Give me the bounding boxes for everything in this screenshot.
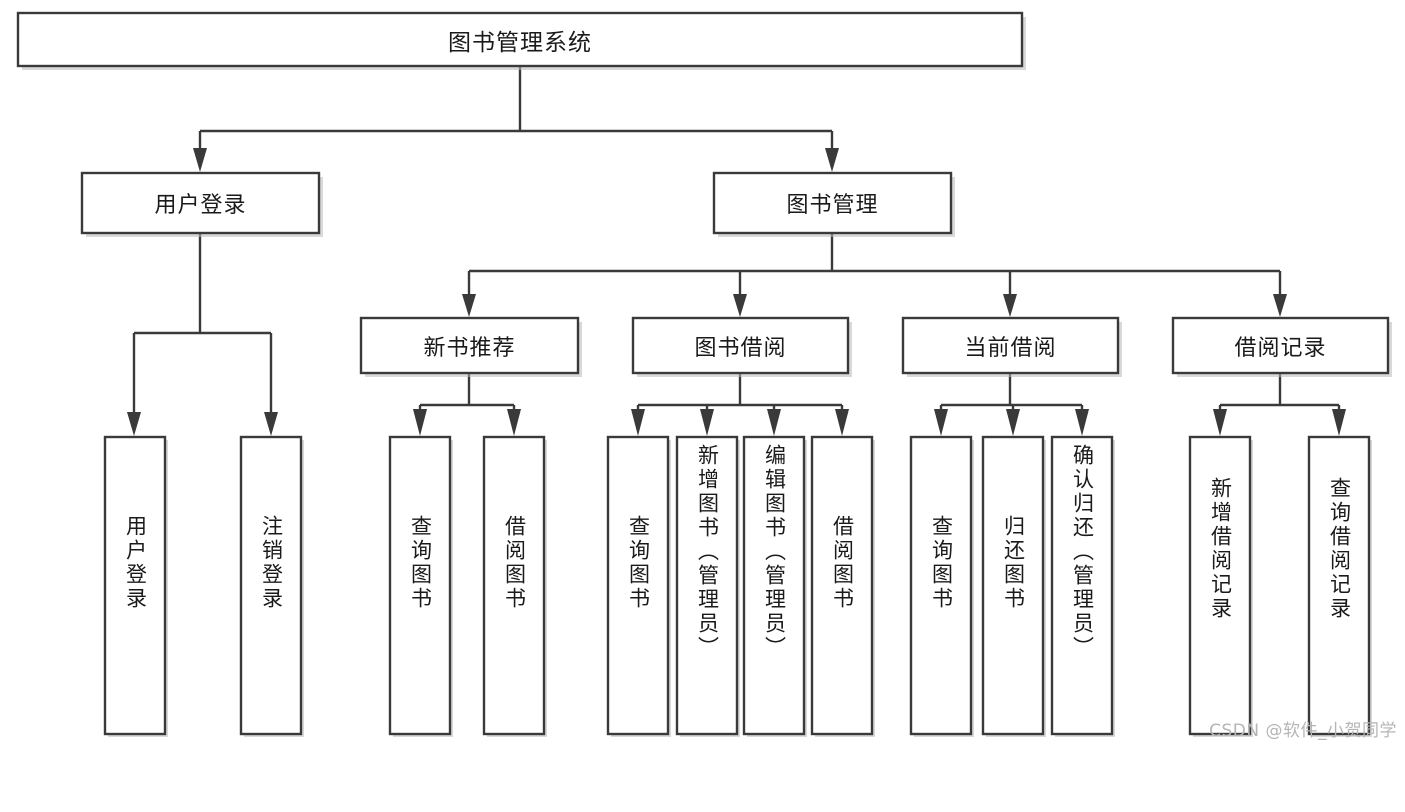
node-leaf-query-book-cb[interactable] bbox=[909, 435, 973, 736]
arrow-head-br-leaf-1 bbox=[1213, 409, 1227, 436]
arrow-head-new-books bbox=[462, 294, 476, 317]
arrow-head-book-borrow bbox=[733, 294, 747, 317]
arrow-head-bb-leaf-1 bbox=[631, 409, 645, 436]
arrow-head-cb-leaf-2 bbox=[1006, 409, 1020, 436]
arrow-head-current-borrow bbox=[1003, 294, 1017, 317]
diagram-canvas-root: 图书管理系统 用户登录 图书管理 新书推荐 图书借阅 当前借阅 借阅记录 用户登… bbox=[16, 11, 1397, 741]
arrow-head-nb-leaf-2 bbox=[507, 409, 521, 436]
node-leaf-query-book-bb[interactable] bbox=[606, 435, 670, 736]
node-leaf-borrow-book-nb[interactable] bbox=[482, 435, 546, 736]
arrow-head-br-leaf-2 bbox=[1332, 409, 1346, 436]
node-borrow-record[interactable] bbox=[1171, 316, 1390, 375]
node-root-system[interactable] bbox=[16, 11, 1024, 68]
arrow-head-cb-leaf-3 bbox=[1075, 409, 1089, 436]
node-leaf-query-book-nb[interactable] bbox=[388, 435, 452, 736]
arrow-head-leaf-logout bbox=[264, 412, 278, 436]
arrow-head-cb-leaf-1 bbox=[934, 409, 948, 436]
arrow-head-bb-leaf-2 bbox=[700, 409, 714, 436]
node-leaf-query-borrow-record[interactable] bbox=[1307, 435, 1371, 736]
node-leaf-borrow-book-bb[interactable] bbox=[810, 435, 874, 736]
node-leaf-add-book-admin[interactable] bbox=[675, 435, 739, 736]
arrow-head-user-login bbox=[193, 148, 207, 172]
arrow-head-book-management bbox=[825, 148, 839, 172]
arrow-head-nb-leaf-1 bbox=[413, 409, 427, 436]
node-box-layer bbox=[16, 11, 1390, 736]
node-leaf-logout[interactable] bbox=[239, 435, 303, 736]
connector-layer bbox=[127, 66, 1346, 436]
node-new-books[interactable] bbox=[359, 316, 580, 375]
node-leaf-edit-book-admin[interactable] bbox=[742, 435, 806, 736]
node-user-login[interactable] bbox=[80, 171, 321, 235]
node-leaf-confirm-return-admin[interactable] bbox=[1050, 435, 1114, 736]
arrow-head-borrow-record bbox=[1273, 294, 1287, 317]
arrow-head-bb-leaf-4 bbox=[835, 409, 849, 436]
arrow-head-leaf-user-login bbox=[127, 412, 141, 436]
node-leaf-return-book[interactable] bbox=[981, 435, 1045, 736]
arrow-head-bb-leaf-3 bbox=[767, 409, 781, 436]
node-leaf-user-login[interactable] bbox=[103, 435, 167, 736]
node-book-borrow[interactable] bbox=[631, 316, 850, 375]
node-current-borrow[interactable] bbox=[901, 316, 1120, 375]
node-book-management[interactable] bbox=[712, 171, 953, 235]
hierarchy-diagram-svg bbox=[16, 11, 1392, 737]
node-leaf-add-borrow-record[interactable] bbox=[1188, 435, 1252, 736]
